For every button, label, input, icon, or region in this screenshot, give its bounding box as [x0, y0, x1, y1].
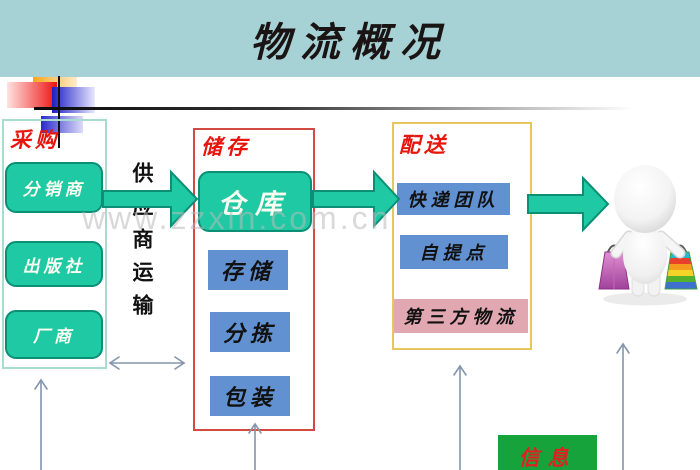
node-sort: 分拣	[210, 312, 290, 352]
node-third-party-logistics: 第三方物流	[394, 299, 528, 333]
node-info: 信息	[498, 435, 597, 470]
procurement-label: 采购	[10, 128, 60, 152]
node-manufacturer: 厂商	[5, 310, 103, 359]
shopper-figure-icon	[593, 162, 700, 307]
node-pack: 包装	[210, 376, 290, 416]
green-flow-arrow-icon	[102, 169, 610, 233]
procurement-group-frame	[2, 119, 107, 369]
node-courier-team: 快递团队	[397, 183, 510, 215]
node-pickup-point: 自提点	[400, 235, 508, 269]
delivery-label: 配送	[399, 133, 449, 157]
decor-red-block	[7, 82, 57, 108]
storage-label: 储存	[201, 135, 251, 159]
node-warehouse: 仓库	[198, 171, 312, 232]
node-distributor: 分销商	[5, 162, 103, 213]
page-title: 物流概况	[250, 20, 450, 65]
node-publisher: 出版社	[5, 241, 103, 287]
node-store: 存储	[208, 250, 288, 290]
decor-horizontal-line	[34, 107, 634, 110]
supplier-transport-note: 供应商运输	[130, 162, 154, 327]
decor-vertical-line	[58, 76, 60, 148]
delivery-group-frame	[392, 122, 532, 350]
header-band	[0, 0, 700, 77]
